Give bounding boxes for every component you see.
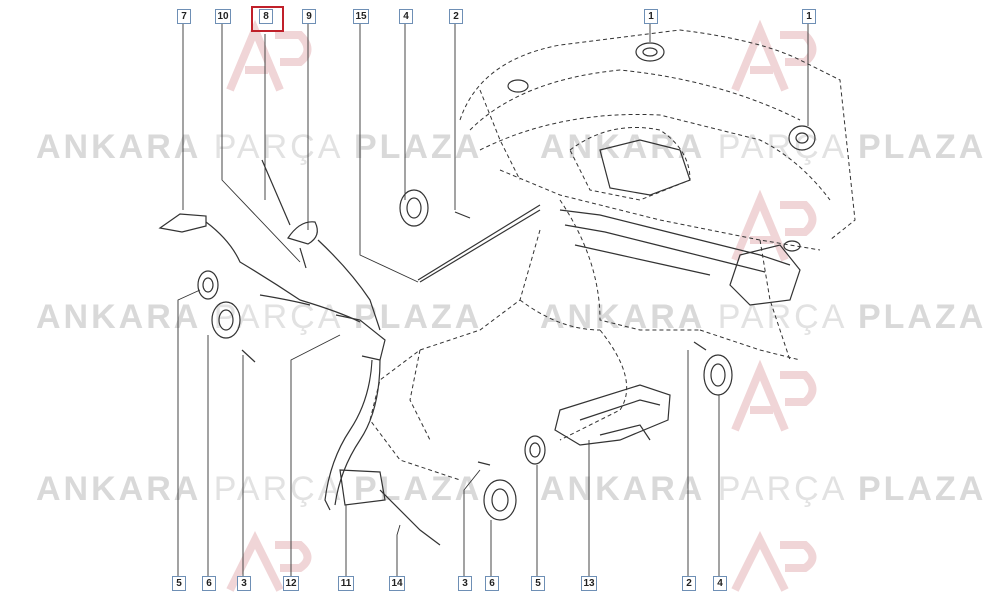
watermark-row-3: ANKARA PARÇA PLAZA xyxy=(36,470,482,509)
watermark-word-3: PLAZA xyxy=(353,128,483,166)
callout-part-14[interactable]: 14 xyxy=(389,576,405,591)
callout-part-5[interactable]: 5 xyxy=(172,576,186,591)
callout-part-11[interactable]: 11 xyxy=(338,576,354,591)
callout-part-2[interactable]: 2 xyxy=(449,9,463,24)
callout-part-4[interactable]: 4 xyxy=(713,576,727,591)
callout-part-15[interactable]: 15 xyxy=(353,9,369,24)
callout-part-8[interactable]: 8 xyxy=(259,9,273,24)
callout-part-4[interactable]: 4 xyxy=(399,9,413,24)
dashboard-vents xyxy=(559,139,801,306)
watermark-word-1: ANKARA xyxy=(36,470,202,508)
watermark-word-2: PARÇA xyxy=(717,470,846,508)
watermark-word-3: PLAZA xyxy=(857,470,987,508)
callout-part-3[interactable]: 3 xyxy=(458,576,472,591)
watermark-word-1: ANKARA xyxy=(36,128,202,166)
callout-part-6[interactable]: 6 xyxy=(202,576,216,591)
watermark-row-2b: ANKARA PARÇA PLAZA xyxy=(540,298,986,337)
watermark-word-2: PARÇA xyxy=(213,128,342,166)
callout-part-6[interactable]: 6 xyxy=(485,576,499,591)
callout-part-3[interactable]: 3 xyxy=(237,576,251,591)
callout-part-2[interactable]: 2 xyxy=(682,576,696,591)
amplifier-module xyxy=(554,384,671,446)
watermark-word-1: ANKARA xyxy=(36,298,202,336)
callout-part-13[interactable]: 13 xyxy=(581,576,597,591)
watermark-word-3: PLAZA xyxy=(353,298,483,336)
speakers xyxy=(197,42,816,521)
watermark-row-2: ANKARA PARÇA PLAZA xyxy=(36,298,482,337)
antenna-and-wiring xyxy=(158,159,707,546)
callout-part-5[interactable]: 5 xyxy=(531,576,545,591)
watermark-row-1b: ANKARA PARÇA PLAZA xyxy=(540,128,986,167)
watermark-word-3: PLAZA xyxy=(857,298,987,336)
callout-part-1[interactable]: 1 xyxy=(802,9,816,24)
ap-logo-marks xyxy=(226,19,817,592)
callout-part-12[interactable]: 12 xyxy=(283,576,299,591)
watermark-word-2: PARÇA xyxy=(213,298,342,336)
watermark-word-1: ANKARA xyxy=(540,470,706,508)
callout-part-7[interactable]: 7 xyxy=(177,9,191,24)
callout-part-1[interactable]: 1 xyxy=(644,9,658,24)
callout-part-10[interactable]: 10 xyxy=(215,9,231,24)
callout-part-9[interactable]: 9 xyxy=(302,9,316,24)
watermark-row-1: ANKARA PARÇA PLAZA xyxy=(36,128,482,167)
highlight-box-part-8 xyxy=(251,6,284,32)
watermark-word-1: ANKARA xyxy=(540,128,706,166)
watermark-row-3b: ANKARA PARÇA PLAZA xyxy=(540,470,986,509)
watermark-word-3: PLAZA xyxy=(857,128,987,166)
watermark-word-2: PARÇA xyxy=(213,470,342,508)
leader-lines xyxy=(177,24,809,577)
